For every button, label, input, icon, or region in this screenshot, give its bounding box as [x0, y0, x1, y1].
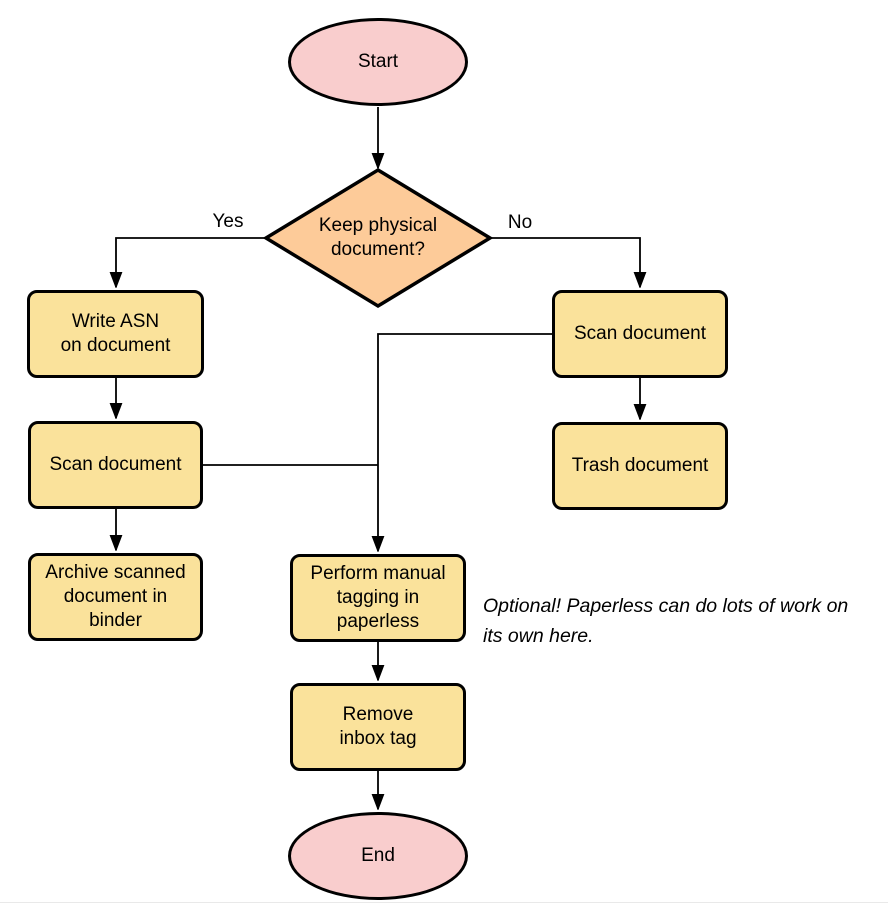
edge-label-yes: Yes: [203, 211, 253, 233]
node-start: Start: [288, 18, 468, 106]
node-scan-document-left: Scan document: [28, 421, 203, 509]
node-archive-binder: Archive scanned document in binder: [28, 553, 203, 641]
edge-scan-right-tagging: [378, 333, 552, 551]
node-trash-document: Trash document: [552, 422, 728, 510]
node-manual-tagging: Perform manual tagging in paperless: [290, 554, 466, 642]
edge-label-no: No: [497, 212, 543, 234]
node-write-asn: Write ASN on document: [27, 290, 204, 378]
page-divider-line: [0, 902, 888, 903]
edge-decision-scan-right: [491, 237, 640, 287]
node-scan-document-right: Scan document: [552, 290, 728, 378]
annotation-note: Optional! Paperless can do lots of work …: [483, 595, 849, 647]
node-remove-inbox-tag: Remove inbox tag: [290, 683, 466, 771]
node-end: End: [288, 812, 468, 900]
node-decision-label: Keep physical document?: [318, 215, 438, 260]
edge-decision-write-asn: [116, 237, 265, 287]
